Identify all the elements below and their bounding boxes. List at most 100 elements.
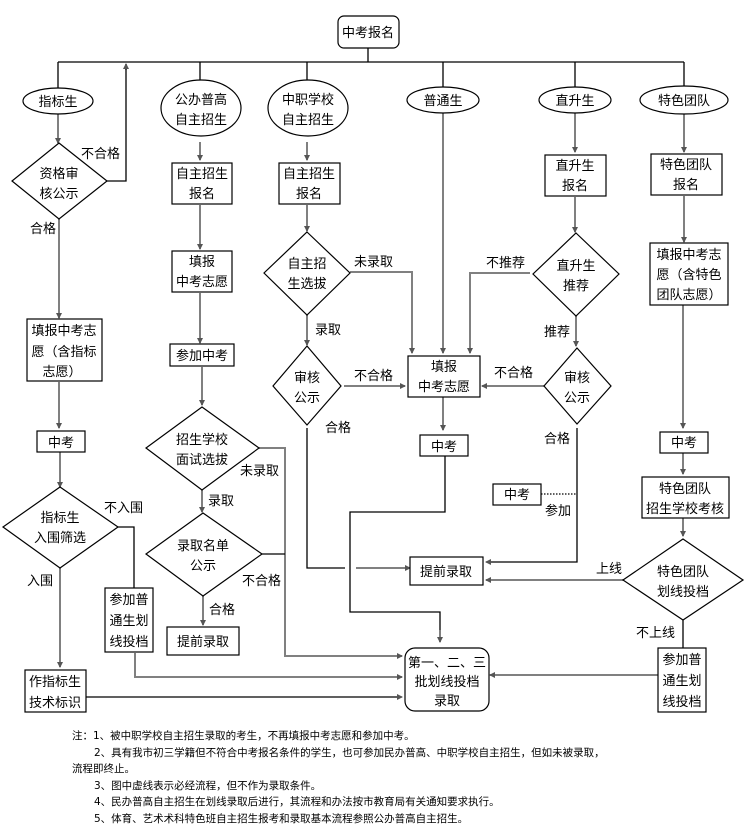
node-gb-exam (169, 343, 235, 367)
gb-interview-1: 招生学校 (176, 432, 228, 448)
ts-reg-1: 特色团队 (660, 157, 712, 173)
node-final (404, 647, 490, 712)
node-zz-review (272, 345, 342, 426)
gb-fill-2: 中考志愿 (176, 275, 228, 290)
zb-screen-1: 指标生 (40, 511, 79, 526)
zz-select-2: 生选拔 (287, 277, 326, 292)
edge-zs-rec: 推荐 (544, 325, 570, 340)
edge-ts-up: 上线 (596, 562, 622, 577)
label-zhibiao: 指标生 (38, 95, 77, 110)
zb-fill-3: 志愿） (42, 365, 81, 380)
zb-screen-2: 入围筛选 (34, 531, 86, 546)
node-gb-fill (171, 250, 233, 293)
gb-interview-2: 面试选拔 (176, 453, 228, 468)
ts-exam: 中考 (671, 436, 697, 451)
node-zs-exam (492, 483, 542, 506)
node-ts-exam (659, 431, 709, 454)
edge-zs-not-rec: 不推荐 (486, 256, 525, 271)
node-zs-recommend (532, 232, 620, 317)
node-gb-interview (144, 406, 261, 491)
label-zhongzhi-2: 自主招生 (282, 113, 334, 128)
center-fill-2: 中考志愿 (418, 380, 470, 395)
center-early: 提前录取 (420, 564, 472, 580)
nodes (1, 15, 745, 713)
final-1: 第一、二、三 (408, 656, 486, 671)
edge-zs-attend: 参加 (545, 503, 571, 519)
note-1: 注：1、被中职学校自主招生录取的考生，不再填报中考志愿和参加中考。 (72, 730, 415, 742)
node-zhongzhi (267, 79, 349, 137)
label-putong: 普通生 (423, 94, 462, 109)
zz-review-2: 公示 (294, 391, 320, 406)
edge-gb-pass: 合格 (209, 602, 235, 618)
zb-join-2: 通生划 (109, 614, 148, 629)
node-ts-line (621, 538, 745, 621)
zb-join-3: 线投档 (109, 634, 148, 650)
ts-join-3: 线投档 (662, 694, 701, 710)
label-gongban-2: 自主招生 (175, 113, 227, 128)
zb-fill-1: 填报中考志 (31, 324, 96, 339)
gb-fill-1: 填报 (189, 255, 215, 270)
edge-zb-pass: 合格 (30, 221, 56, 237)
zz-reg-1: 自主招生 (283, 167, 335, 182)
gb-exam: 参加中考 (176, 348, 228, 364)
zz-select-1: 自主招 (287, 257, 326, 272)
ts-line-1: 特色团队 (657, 564, 709, 580)
final-3: 录取 (434, 694, 460, 709)
edge-zb-fail: 不合格 (81, 146, 120, 162)
ts-fill-1: 填报中考志 (656, 248, 721, 263)
ts-reg-2: 报名 (673, 177, 699, 193)
node-title (337, 15, 400, 49)
node-zs-review (543, 347, 612, 425)
center-exam: 中考 (431, 440, 457, 455)
gb-publicity-1: 录取名单 (177, 538, 229, 554)
zs-review-2: 公示 (564, 391, 590, 406)
zs-recommend-1: 直升生 (556, 259, 595, 274)
node-gongban (160, 79, 242, 137)
ts-join-1: 参加普 (662, 652, 701, 668)
admission-flowchart: 中考 报名 指标生 公办普高 自主招生 中职学校 自主招生 普通生 直升生 特色团… (1, 15, 745, 713)
ts-line-2: 划线投档 (657, 584, 709, 600)
edge-ts-down: 不上线 (636, 626, 675, 641)
node-ts-fill (649, 242, 729, 306)
label-zhisheng: 直升生 (555, 94, 594, 109)
zb-join-1: 参加普 (109, 592, 148, 608)
zb-fill-2: 愿（含指标 (31, 344, 96, 360)
node-zb-exam (36, 430, 86, 453)
node-gb-reg (171, 162, 233, 205)
gb-publicity-2: 公示 (190, 559, 216, 574)
node-gb-early (166, 626, 240, 656)
notes: 注：1、被中职学校自主招生录取的考生，不再填报中考志愿和参加中考。 2、具有我市… (72, 728, 752, 827)
final-2: 批划线投档 (414, 674, 479, 690)
node-gb-publicity (144, 512, 264, 597)
edge-gb-admit: 录取 (208, 494, 234, 509)
edge-zz-fail: 不合格 (354, 368, 393, 384)
note-4: 4、民办普高自主招生在划线录取后进行，其流程和办法按市教育局有关通知要求执行。 (94, 796, 500, 808)
label-zhongzhi-1: 中职学校 (282, 92, 334, 108)
zs-recommend-2: 推荐 (563, 279, 589, 294)
note-5: 5、体育、艺术术科特色班自主招生报考和录取基本流程参照公办普高自主招生。 (94, 812, 469, 825)
node-zhisheng (538, 86, 612, 114)
note-2: 2、具有我市初三学籍但不符合中考报名条件的学生，也可参加民办普高、中职学校自主招… (94, 746, 605, 759)
ts-join-2: 通生划 (662, 674, 701, 689)
ts-assess-2: 招生学校考核 (646, 501, 724, 517)
edge-zs-fail: 不合格 (494, 365, 533, 381)
edge-gb-fail: 不合格 (242, 573, 281, 589)
zb-mark-1: 作指标生 (29, 675, 81, 690)
zz-reg-2: 报名 (296, 186, 322, 202)
edge-zs-pass: 合格 (544, 431, 570, 447)
node-center-fill (407, 355, 481, 398)
node-zb-mark (24, 669, 87, 713)
node-zz-reg (278, 162, 341, 205)
node-zz-select (263, 231, 351, 316)
zs-reg-2: 报名 (562, 178, 588, 194)
gb-reg-2: 报名 (189, 186, 215, 202)
node-zb-join (104, 587, 154, 653)
zb-review-2: 核公示 (39, 187, 78, 202)
note-2-continued: 流程即终止。 (72, 763, 135, 775)
gb-early: 提前录取 (177, 634, 229, 650)
zb-mark-2: 技术标识 (29, 696, 81, 711)
edge-zz-not-admit: 未录取 (354, 255, 393, 270)
label-gongban-1: 公办普高 (175, 92, 227, 108)
node-zb-review (11, 142, 108, 220)
zs-review-1: 审核 (564, 371, 590, 386)
